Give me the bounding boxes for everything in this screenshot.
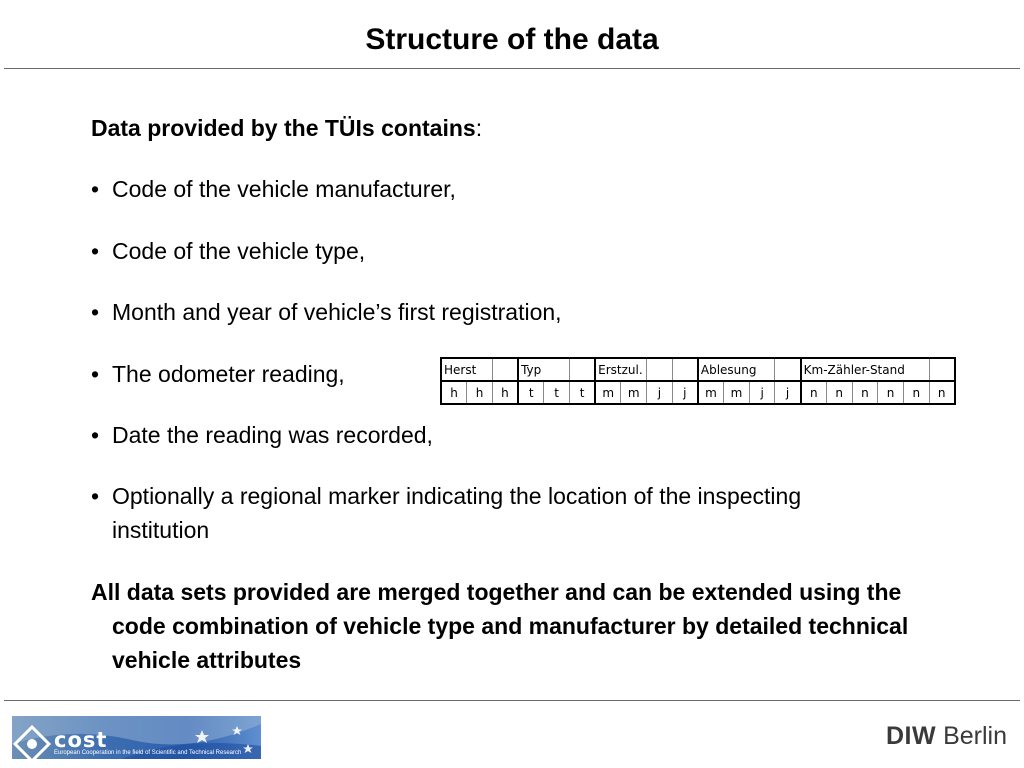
title-divider bbox=[4, 68, 1020, 69]
cost-logo-subtext: European Cooperation in the field of Sci… bbox=[54, 750, 242, 756]
record-group-row: Herst Typ Erstzul. Ablesung Km-Zähler-St… bbox=[440, 357, 956, 382]
record-code-cell: m bbox=[594, 380, 622, 405]
bullet-item: • The odometer reading, bbox=[91, 357, 421, 391]
cost-logo: cost European Cooperation in the field o… bbox=[12, 716, 261, 759]
bullet-text: Code of the vehicle manufacturer, bbox=[112, 176, 456, 202]
bullet-dot: • bbox=[91, 361, 100, 387]
bullet-item: • Date the reading was recorded, bbox=[91, 418, 871, 452]
content-heading-bold: Data provided by the TÜIs contains bbox=[91, 115, 476, 141]
record-group-spacer bbox=[646, 357, 673, 382]
bullet-dot: • bbox=[91, 299, 100, 325]
diw-berlin-logo: DIW Berlin bbox=[886, 722, 1007, 751]
record-code-cell: h bbox=[440, 380, 468, 405]
bullet-item: • Code of the vehicle type, bbox=[91, 234, 871, 268]
bullet-dot: • bbox=[91, 176, 100, 202]
record-code-row: h h h t t t m m j j m m j j n n n n n n bbox=[440, 380, 956, 405]
record-group-cell: Ablesung bbox=[696, 357, 776, 382]
bullet-item: • Month and year of vehicle’s first regi… bbox=[91, 295, 871, 329]
bullet-dot: • bbox=[91, 483, 100, 509]
record-code-cell: m bbox=[696, 380, 725, 405]
record-code-cell: j bbox=[748, 380, 776, 405]
content-heading: Data provided by the TÜIs contains: bbox=[91, 113, 482, 143]
diw-logo-bold: DIW bbox=[886, 722, 937, 750]
record-code-cell: t bbox=[568, 380, 596, 405]
record-group-spacer bbox=[928, 357, 956, 382]
record-group-spacer bbox=[568, 357, 596, 382]
bullet-dot: • bbox=[91, 238, 100, 264]
bullet-text: The odometer reading, bbox=[112, 361, 345, 387]
record-code-cell: n bbox=[902, 380, 930, 405]
record-code-cell: t bbox=[543, 380, 570, 405]
bullet-item: • Code of the vehicle manufacturer, bbox=[91, 172, 871, 206]
record-code-cell: m bbox=[620, 380, 648, 405]
record-code-cell: m bbox=[723, 380, 750, 405]
record-code-cell: n bbox=[799, 380, 827, 405]
slide-title: Structure of the data bbox=[365, 23, 659, 56]
bullet-text: Month and year of vehicle’s first regist… bbox=[112, 299, 562, 325]
record-code-cell: n bbox=[825, 380, 853, 405]
cost-logo-graphic bbox=[12, 716, 261, 759]
record-code-cell: h bbox=[466, 380, 493, 405]
record-code-cell: n bbox=[851, 380, 879, 405]
closing-statement: All data sets provided are merged togeth… bbox=[91, 579, 909, 673]
record-code-cell: h bbox=[491, 380, 519, 405]
record-group-spacer bbox=[774, 357, 802, 382]
record-group-spacer bbox=[671, 357, 699, 382]
bullet-text: Date the reading was recorded, bbox=[112, 422, 433, 448]
content-heading-colon: : bbox=[475, 115, 483, 141]
bullet-text: Code of the vehicle type, bbox=[112, 238, 366, 264]
record-code-cell: n bbox=[928, 380, 956, 405]
record-code-cell: j bbox=[671, 380, 699, 405]
cost-logo-text: cost bbox=[54, 728, 108, 752]
footer-divider bbox=[4, 700, 1020, 701]
record-layout-table: Herst Typ Erstzul. Ablesung Km-Zähler-St… bbox=[440, 357, 956, 405]
record-group-spacer bbox=[491, 357, 519, 382]
bullet-dot: • bbox=[91, 422, 100, 448]
bullet-item: • Optionally a regional marker indicatin… bbox=[91, 479, 851, 547]
record-code-cell: t bbox=[517, 380, 545, 405]
bullet-text: Optionally a regional marker indicating … bbox=[112, 483, 802, 543]
record-group-cell: Typ bbox=[517, 357, 570, 382]
record-code-cell: j bbox=[646, 380, 673, 405]
record-group-cell: Herst bbox=[440, 357, 493, 382]
diw-logo-regular: Berlin bbox=[943, 722, 1007, 750]
record-group-cell: Erstzul. bbox=[594, 357, 648, 382]
record-code-cell: n bbox=[877, 380, 904, 405]
record-code-cell: j bbox=[774, 380, 802, 405]
record-group-cell: Km-Zähler-Stand bbox=[799, 357, 930, 382]
